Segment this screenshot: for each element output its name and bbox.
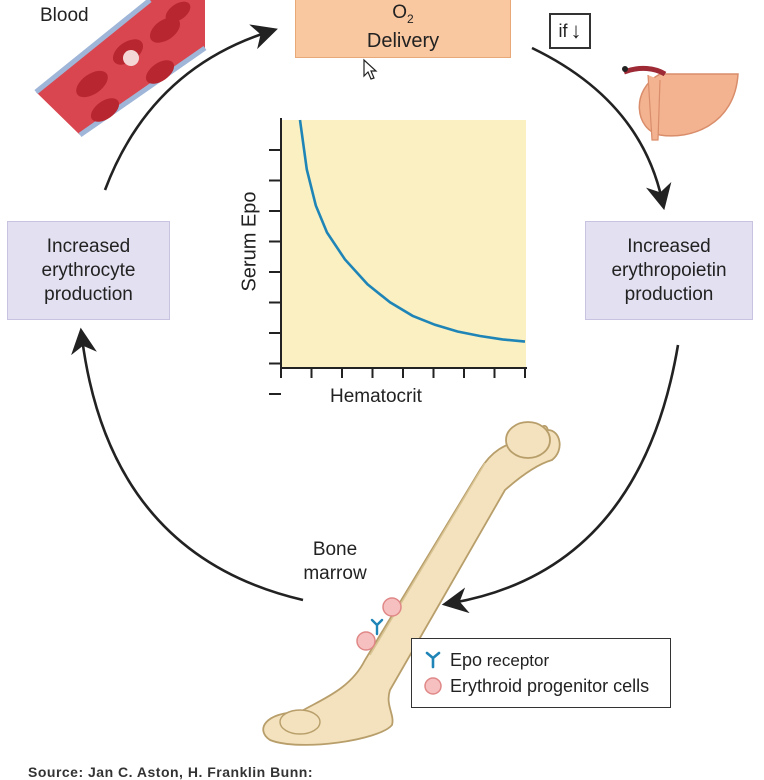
legend-progenitor-label: Erythroid progenitor cells bbox=[450, 675, 650, 696]
increased-epo-box: Increased erythropoietin production bbox=[585, 221, 753, 320]
o2-subscript: 2 bbox=[407, 11, 414, 26]
arrow-o2-to-kidney bbox=[531, 46, 672, 211]
progenitor-cell-icon bbox=[424, 677, 442, 695]
bone-illustration bbox=[262, 421, 561, 746]
epo-receptor-icon bbox=[425, 651, 441, 669]
blood-label: Blood bbox=[40, 5, 89, 26]
y-ticks bbox=[269, 149, 281, 395]
if-decrease-box: if ↓ bbox=[549, 13, 591, 49]
serum-epo-curve bbox=[298, 119, 526, 343]
o2-label: O bbox=[392, 2, 408, 24]
legend-item-epo-receptor: Epo receptor bbox=[422, 647, 660, 673]
progenitor-cell bbox=[356, 631, 376, 651]
legend-receptor-label: receptor bbox=[482, 650, 550, 670]
mouse-cursor-icon bbox=[363, 58, 378, 80]
blood-vessel-illustration bbox=[34, 0, 207, 138]
chart-plot-area bbox=[281, 120, 526, 367]
bone-marrow-label: Bone marrow bbox=[303, 539, 367, 584]
o2-delivery-box: O2 Delivery bbox=[295, 0, 511, 58]
down-arrow-icon: ↓ bbox=[570, 18, 582, 43]
arrow-blood-to-o2 bbox=[103, 24, 278, 191]
kidney-illustration bbox=[622, 65, 739, 141]
arrow-marrow-to-erythrocyte bbox=[71, 327, 304, 602]
serum-epo-chart bbox=[269, 118, 527, 395]
increased-erythrocyte-box: Increased erythrocyte production bbox=[7, 221, 170, 320]
arrow-epo-to-marrow bbox=[441, 344, 680, 614]
legend-item-progenitor: Erythroid progenitor cells bbox=[422, 673, 660, 699]
chart-y-label: Serum Epo bbox=[238, 191, 261, 292]
source-caption: Source: Jan C. Aston, H. Franklin Bunn: bbox=[28, 764, 314, 780]
if-label: if bbox=[558, 20, 568, 41]
delivery-label: Delivery bbox=[366, 29, 440, 52]
chart-x-label: Hematocrit bbox=[330, 386, 422, 407]
progenitor-cell bbox=[382, 597, 402, 617]
epo-receptor-marker bbox=[370, 618, 384, 636]
legend-epo-label: Epo bbox=[450, 649, 483, 670]
x-ticks bbox=[280, 368, 526, 378]
legend: Epo receptor Erythroid progenitor cells bbox=[411, 638, 671, 708]
